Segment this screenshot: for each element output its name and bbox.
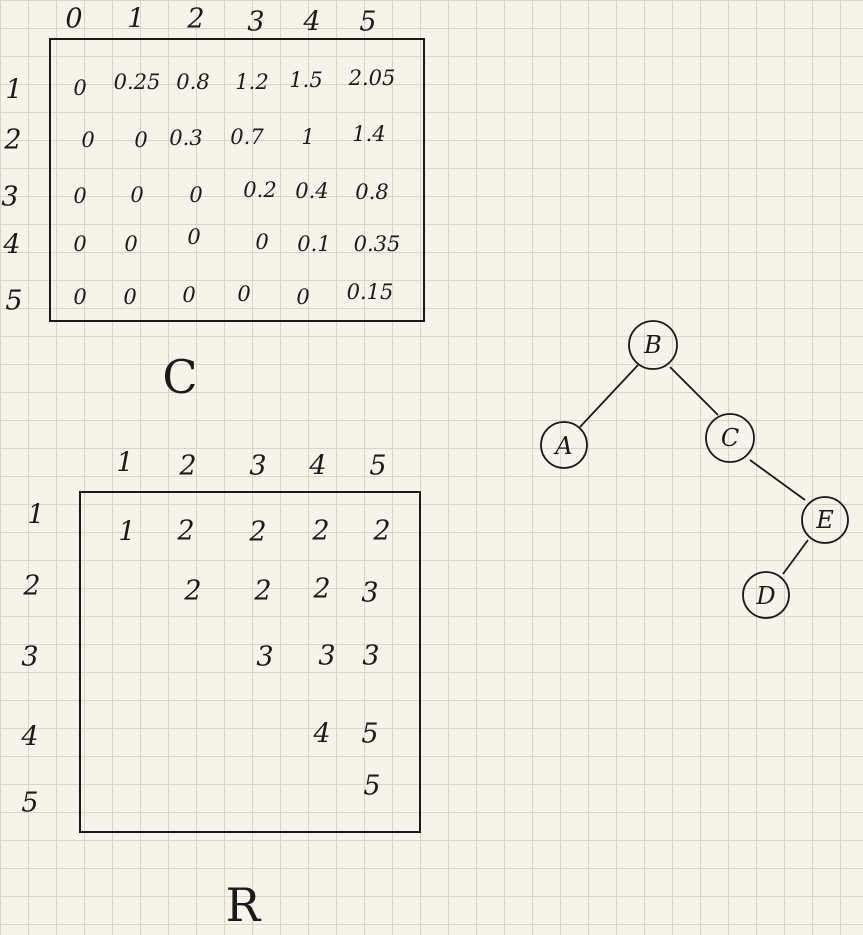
- tree-node-c-circle: [705, 413, 755, 463]
- c-row-header-5: 5: [5, 285, 23, 317]
- c-col-header-2: 2: [187, 3, 205, 35]
- c-cell: 0: [130, 183, 144, 207]
- c-cell: 0: [73, 232, 87, 256]
- tree-edge-b-a: [579, 364, 639, 428]
- c-cell: 0: [237, 282, 251, 306]
- c-row-header-4: 4: [3, 229, 21, 261]
- r-cell: 2: [184, 575, 202, 607]
- c-cell: 0: [73, 76, 87, 100]
- r-cell: 3: [362, 640, 380, 672]
- r-col-header-5: 5: [369, 450, 387, 482]
- c-cell: 0: [73, 285, 87, 309]
- tree-node-label: C: [721, 424, 739, 452]
- c-cell: 1: [301, 125, 315, 149]
- r-cell: 2: [254, 575, 272, 607]
- c-matrix-caption: C: [162, 350, 198, 404]
- r-cell: 2: [373, 515, 391, 547]
- c-cell: 0: [73, 184, 87, 208]
- tree-edge-b-c: [669, 366, 719, 416]
- r-row-header-2: 2: [23, 570, 41, 602]
- tree-node-b: B: [628, 320, 678, 370]
- r-col-header-1: 1: [116, 447, 134, 479]
- c-cell: 0: [189, 183, 203, 207]
- r-row-header-4: 4: [21, 721, 39, 753]
- r-cell: 4: [313, 718, 331, 750]
- r-cell: 5: [361, 718, 379, 750]
- tree-node-e-circle: [801, 496, 849, 544]
- c-cell: 0: [182, 283, 196, 307]
- r-cell: 1: [118, 516, 136, 548]
- c-cell: 0.8: [355, 180, 389, 204]
- c-col-header-5: 5: [359, 6, 377, 38]
- r-row-header-5: 5: [21, 787, 39, 819]
- tree-node-e: E: [801, 496, 849, 544]
- c-row-header-2: 2: [4, 124, 22, 156]
- r-cell: 2: [313, 573, 331, 605]
- c-cell: 0: [123, 285, 137, 309]
- tree-node-label: A: [553, 432, 572, 460]
- r-row-header-3: 3: [21, 641, 39, 673]
- c-cell: 0: [124, 232, 138, 256]
- r-matrix-box: [79, 491, 421, 833]
- tree-node-d-circle: [742, 571, 790, 619]
- c-row-header-3: 3: [1, 181, 19, 213]
- r-cell: 2: [312, 515, 330, 547]
- tree-node-a: A: [540, 421, 588, 469]
- tree-node-b-circle: [628, 320, 678, 370]
- r-cell: 5: [363, 770, 381, 802]
- c-cell: 0.3: [169, 126, 203, 150]
- r-cell: 3: [361, 577, 379, 609]
- c-cell: 0: [134, 128, 148, 152]
- r-cell: 2: [177, 515, 195, 547]
- c-cell: 0.4: [295, 179, 329, 203]
- c-cell: 0.7: [230, 125, 264, 149]
- r-col-header-4: 4: [309, 450, 327, 482]
- tree-node-c: C: [705, 413, 755, 463]
- tree-node-d: D: [742, 571, 790, 619]
- c-col-header-1: 1: [127, 3, 145, 35]
- c-matrix-box: [49, 38, 425, 322]
- r-cell: 3: [318, 640, 336, 672]
- r-row-header-1: 1: [27, 499, 45, 531]
- tree-node-label: E: [815, 506, 834, 534]
- c-cell: 0.15: [346, 280, 394, 304]
- c-cell: 1.5: [289, 68, 323, 92]
- r-col-header-3: 3: [249, 450, 267, 482]
- c-cell: 0.35: [353, 232, 401, 256]
- c-cell: 0: [187, 225, 201, 249]
- tree-edges: [579, 364, 809, 575]
- c-cell: 1.2: [235, 70, 269, 94]
- c-cell: 2.05: [348, 66, 396, 90]
- r-cell: 2: [249, 516, 267, 548]
- c-row-header-1: 1: [5, 74, 23, 106]
- c-cell: 0: [255, 230, 269, 254]
- c-cell: 0.1: [297, 232, 331, 256]
- c-cell: 0.2: [243, 178, 277, 202]
- c-cell: 1.4: [352, 122, 386, 146]
- tree-node-label: D: [755, 582, 775, 610]
- tree-edge-c-e: [749, 459, 806, 501]
- c-col-header-3: 3: [247, 6, 265, 38]
- c-cell: 0: [81, 128, 95, 152]
- tree-node-label: B: [643, 331, 662, 359]
- r-matrix-caption: R: [225, 878, 261, 932]
- r-cell: 3: [256, 641, 274, 673]
- tree-node-a-circle: [540, 421, 588, 469]
- c-col-header-0: 0: [65, 3, 83, 35]
- c-cell: 0.8: [176, 70, 210, 94]
- r-col-header-2: 2: [179, 450, 197, 482]
- c-col-header-4: 4: [303, 6, 321, 38]
- tree-edge-e-d: [782, 539, 809, 575]
- c-cell: 0: [296, 285, 310, 309]
- c-cell: 0.25: [113, 70, 161, 94]
